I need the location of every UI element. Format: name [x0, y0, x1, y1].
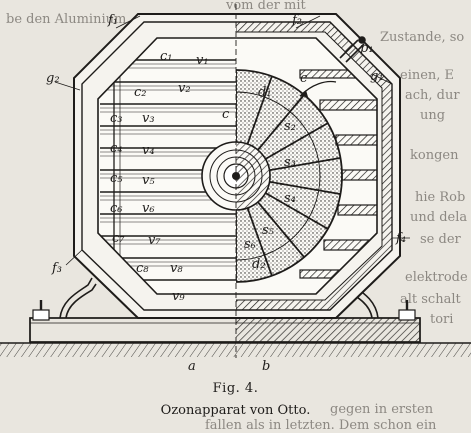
bleed-text-5: ach, dur [405, 88, 460, 103]
label-s3: s₃ [284, 155, 296, 170]
bleed-text-4: einen, E [400, 68, 455, 83]
base-bolts [32, 300, 416, 321]
base-plate [29, 317, 421, 343]
label-s2: s₂ [284, 119, 296, 134]
label-v2: v₂ [178, 81, 191, 96]
label-c2: c₂ [134, 85, 147, 100]
label-v4: v₄ [142, 143, 155, 158]
label-p1: p₁ [360, 41, 374, 56]
bleed-text-2: be den Aluminium [6, 12, 127, 27]
label-d2: d₂ [252, 257, 266, 272]
bleed-text-11: elektrode [405, 270, 468, 285]
label-v9: v₉ [172, 289, 185, 304]
ozone-apparatus-diagram: f₁ f₂ g₂ g₁ p₁ f₃ f₄ c₁ v₁ c₂ v₂ c₃ v₃ c… [0, 4, 471, 374]
label-g1: g₁ [370, 69, 384, 84]
label-v5: v₅ [142, 173, 155, 188]
label-c7: c₇ [112, 231, 125, 246]
bleed-text-3: Zustande, so [380, 30, 465, 45]
label-f2: f₂ [291, 13, 302, 28]
label-s4: s₄ [284, 191, 296, 206]
label-v6: v₆ [142, 201, 155, 216]
bolt-left [32, 300, 50, 321]
label-b: b [262, 359, 270, 374]
label-f3: f₃ [51, 261, 62, 276]
label-c: c [300, 71, 308, 86]
leader-lines [54, 15, 410, 266]
label-c5: c₅ [110, 171, 123, 186]
label-f1: f₁ [107, 13, 118, 28]
label-c3: c₃ [110, 111, 123, 126]
figure-title: Ozonapparat von Otto. [160, 403, 311, 418]
label-c6: c₆ [110, 201, 123, 216]
label-c4: c₄ [110, 141, 123, 156]
labels: f₁ f₂ g₂ g₁ p₁ f₃ f₄ c₁ v₁ c₂ v₂ c₃ v₃ c… [46, 13, 406, 374]
flow-arrow [299, 80, 337, 97]
bleed-text-13: tori [430, 312, 454, 327]
figure-caption: Fig. 4. Ozonapparat von Otto. [0, 378, 471, 422]
figure-number: Fig. 4. [212, 381, 259, 396]
label-v8: v₈ [170, 261, 183, 276]
electrode-wheel [236, 69, 377, 283]
bleed-text-6: ung [420, 108, 446, 123]
bleed-text-12: alt schalt [400, 292, 461, 307]
label-g2: g₂ [46, 71, 60, 86]
label-s6: s₆ [244, 237, 256, 252]
label-v1: v₁ [196, 53, 209, 68]
label-c-left: c [222, 107, 230, 122]
bleed-text-1: vom der mit [226, 0, 306, 13]
bleed-text-10: se der [420, 232, 461, 247]
label-v3: v₃ [142, 111, 155, 126]
label-d1: d₁ [258, 85, 272, 100]
label-c1: c₁ [160, 49, 173, 64]
label-c8: c₈ [136, 261, 149, 276]
bleed-text-15: fallen als in letzten. Dem schon ein [205, 418, 437, 433]
label-a: a [188, 359, 196, 374]
bleed-text-8: hie Rob [415, 190, 466, 205]
label-v7: v₇ [148, 233, 161, 248]
label-f4: f₄ [395, 231, 406, 246]
bleed-text-9: und dela [410, 210, 468, 225]
bolt-right [398, 300, 416, 321]
bleed-text-14: gegen in ersten [330, 402, 434, 417]
bleed-text-7: kongen [410, 148, 459, 163]
ground [0, 342, 471, 357]
label-s5: s₅ [262, 223, 275, 238]
inlet-pipe [339, 36, 366, 63]
